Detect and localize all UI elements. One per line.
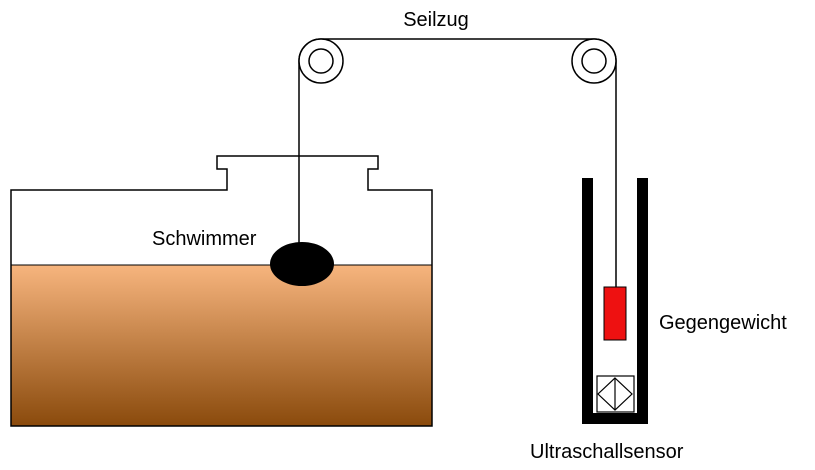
- float-label: Schwimmer: [152, 228, 257, 250]
- ultrasonic-sensor-label: Ultraschallsensor: [530, 441, 684, 463]
- left-pulley: [298, 38, 344, 84]
- left-pulley-inner: [308, 48, 334, 74]
- tank: [10, 155, 433, 427]
- right-pulley-inner: [581, 48, 607, 74]
- tank-outline: [10, 155, 433, 427]
- ultrasonic-sensor-icon: [596, 375, 635, 413]
- guide-tube: [582, 178, 648, 424]
- right-pulley: [571, 38, 617, 84]
- cable: [298, 38, 617, 288]
- liquid: [11, 265, 432, 426]
- cable-pull-label: Seilzug: [403, 9, 469, 31]
- sensor-housing: [596, 375, 635, 413]
- counterweight-label: Gegengewicht: [659, 312, 787, 334]
- float: [270, 242, 334, 286]
- counterweight: [603, 286, 627, 341]
